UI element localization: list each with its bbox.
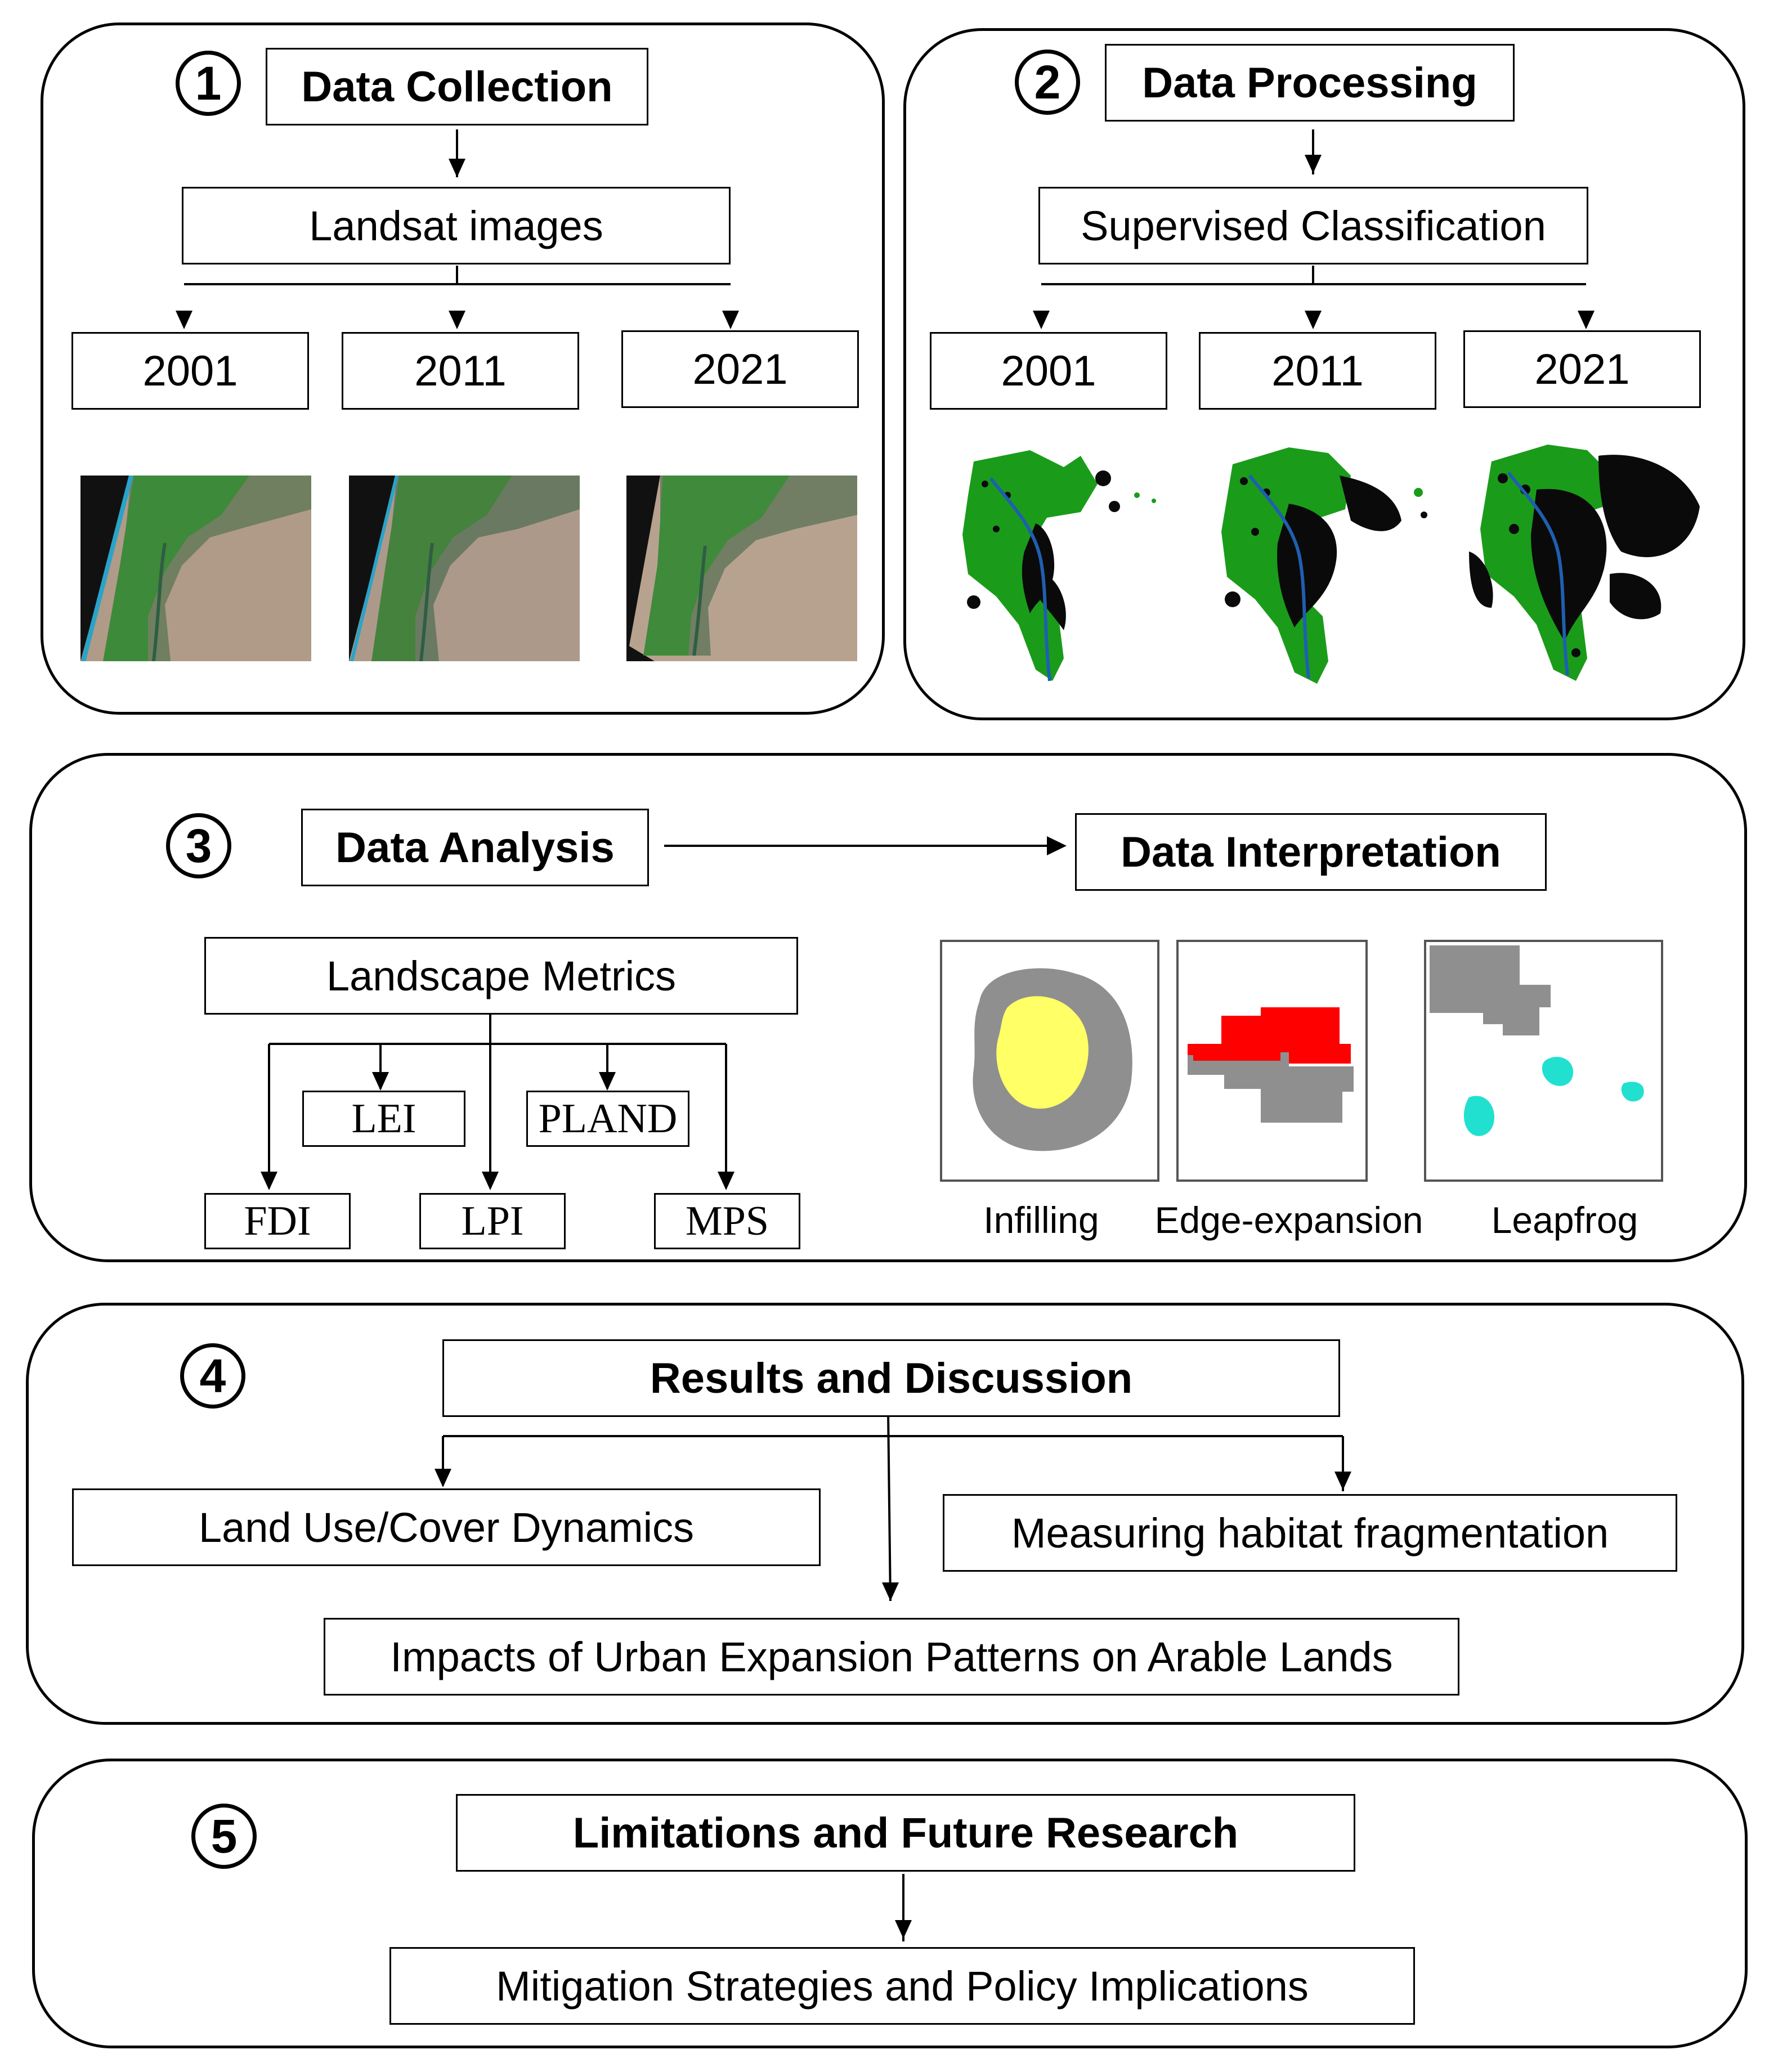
step-title-data-analysis: Data Analysis <box>301 809 649 886</box>
step-number-1: 1 <box>176 51 241 116</box>
pattern-edge-expansion-illustration <box>1176 940 1368 1182</box>
panel-limitations-future-research <box>32 1759 1748 2048</box>
landsat-image-2021 <box>626 476 857 661</box>
step-number-4: 4 <box>180 1343 245 1409</box>
pattern-label-edge-expansion: Edge-expansion <box>1154 1199 1423 1241</box>
step-number-3: 3 <box>166 813 231 878</box>
pattern-leapfrog-illustration <box>1424 940 1663 1182</box>
mitigation-strategies-box: Mitigation Strategies and Policy Implica… <box>389 1947 1415 2025</box>
landsat-image-2011 <box>349 476 580 661</box>
collection-year-2011: 2011 <box>342 332 579 410</box>
pattern-infilling-illustration <box>940 940 1159 1182</box>
result-land-use-cover-dynamics: Land Use/Cover Dynamics <box>72 1488 821 1566</box>
step-number-5: 5 <box>191 1804 257 1869</box>
step-title-data-processing: Data Processing <box>1105 44 1515 122</box>
processing-year-2011: 2011 <box>1199 332 1436 410</box>
panel-data-collection <box>41 23 885 715</box>
metric-mps: MPS <box>654 1193 800 1249</box>
landsat-images-box: Landsat images <box>182 187 731 264</box>
metric-fdi: FDI <box>204 1193 351 1249</box>
data-interpretation-box: Data Interpretation <box>1075 813 1547 891</box>
collection-year-2021: 2021 <box>621 330 859 408</box>
step-title-results-discussion: Results and Discussion <box>442 1339 1340 1417</box>
pattern-label-infilling: Infilling <box>983 1199 1099 1241</box>
processing-year-2021: 2021 <box>1463 330 1701 408</box>
panel-results-discussion <box>26 1303 1744 1725</box>
classified-map-2001 <box>962 450 1156 681</box>
classified-map-2011 <box>1221 447 1427 684</box>
collection-year-2001: 2001 <box>71 332 309 410</box>
result-urban-expansion-impacts: Impacts of Urban Expansion Patterns on A… <box>324 1618 1459 1696</box>
metric-pland: PLAND <box>526 1091 689 1147</box>
panel-data-processing <box>903 28 1745 720</box>
step-title-limitations-future-research: Limitations and Future Research <box>456 1794 1355 1872</box>
landscape-metrics-box: Landscape Metrics <box>204 937 798 1015</box>
step-number-2: 2 <box>1015 50 1080 115</box>
classified-map-2021 <box>1469 445 1700 681</box>
pattern-label-leapfrog: Leapfrog <box>1491 1199 1638 1241</box>
processing-year-2001: 2001 <box>930 332 1167 410</box>
result-habitat-fragmentation: Measuring habitat fragmentation <box>943 1494 1677 1572</box>
supervised-classification-box: Supervised Classification <box>1038 187 1588 264</box>
panel-data-analysis <box>29 753 1747 1262</box>
step-title-data-collection: Data Collection <box>266 48 648 125</box>
metric-lei: LEI <box>302 1091 465 1147</box>
metric-lpi: LPI <box>419 1193 566 1249</box>
landsat-image-2001 <box>80 476 311 661</box>
